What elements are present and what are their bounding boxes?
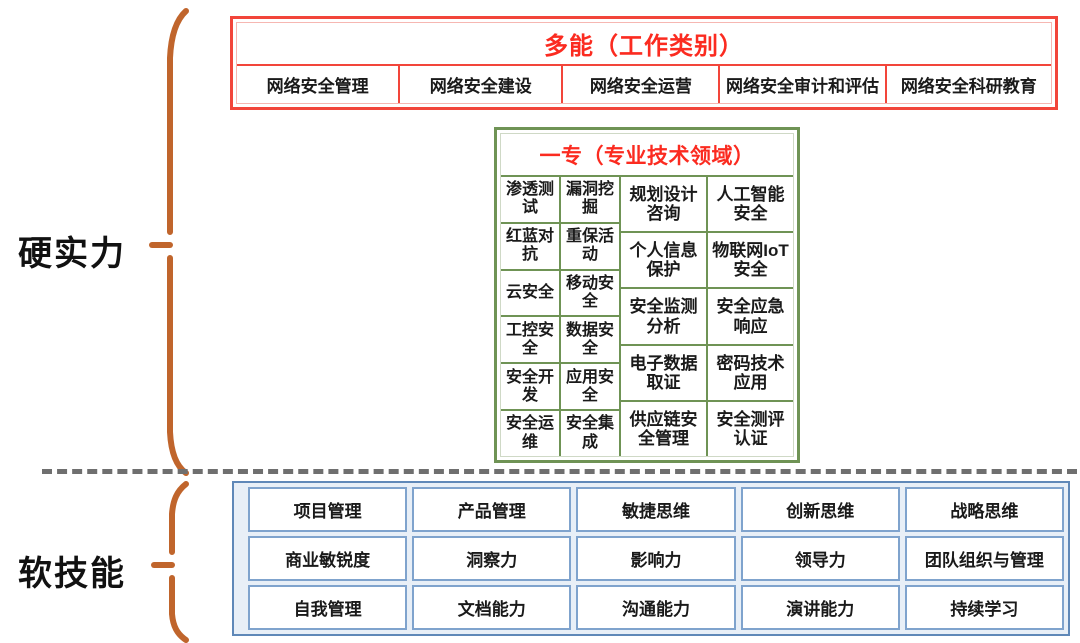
technical-domain-column-2: 漏洞挖掘 重保活动 移动安全 数据安全 应用安全 安全集成	[561, 177, 621, 456]
technical-domain-cell[interactable]: 密码技术应用	[708, 345, 793, 402]
technical-domain-grid: 渗透测试 红蓝对抗 云安全 工控安全 安全开发 安全运维 漏洞挖掘 重保活动 移…	[501, 177, 793, 457]
soft-skill-cell[interactable]: 商业敏锐度	[248, 536, 408, 581]
work-category-cell[interactable]: 网络安全建设	[400, 66, 564, 103]
technical-domain-cell[interactable]: 云安全	[501, 270, 559, 318]
technical-domain-cell[interactable]: 安全运维	[501, 411, 559, 456]
work-category-cell[interactable]: 网络安全管理	[237, 66, 401, 103]
soft-skill-cell[interactable]: 产品管理	[412, 487, 572, 532]
technical-domain-cell[interactable]: 渗透测试	[501, 177, 559, 224]
section-divider	[42, 469, 1077, 474]
brace-hard-skills	[167, 8, 189, 235]
soft-skills-section: 项目管理 产品管理 敏捷思维 创新思维 战略思维 商业敏锐度 洞察力 影响力 领…	[232, 481, 1070, 636]
soft-skills-row: 商业敏锐度 洞察力 影响力 领导力 团队组织与管理	[248, 536, 1065, 581]
soft-skill-cell[interactable]: 敏捷思维	[576, 487, 736, 532]
technical-domain-column-1: 渗透测试 红蓝对抗 云安全 工控安全 安全开发 安全运维	[501, 177, 561, 456]
technical-domain-cell[interactable]: 供应链安全管理	[621, 401, 706, 457]
work-category-cell[interactable]: 网络安全运营	[563, 66, 721, 103]
soft-skill-cell[interactable]: 文档能力	[412, 585, 572, 630]
work-category-row: 网络安全管理 网络安全建设 网络安全运营 网络安全审计和评估 网络安全科研教育	[237, 66, 1051, 103]
technical-domain-cell[interactable]: 物联网IoT安全	[708, 233, 793, 290]
work-category-cell[interactable]: 网络安全科研教育	[886, 66, 1051, 103]
technical-domain-cell[interactable]: 重保活动	[561, 223, 619, 271]
brace-soft-skills	[169, 481, 189, 555]
technical-domain-cell[interactable]: 安全应急响应	[708, 289, 793, 346]
technical-domain-cell[interactable]: 安全监测分析	[621, 289, 706, 346]
work-category-inner: 多能（工作类别） 网络安全管理 网络安全建设 网络安全运营 网络安全审计和评估 …	[236, 22, 1052, 104]
soft-skill-cell[interactable]: 影响力	[576, 536, 736, 581]
technical-domain-cell[interactable]: 数据安全	[561, 317, 619, 365]
technical-domain-cell[interactable]: 红蓝对抗	[501, 223, 559, 271]
hard-skills-label: 硬实力	[18, 235, 126, 273]
technical-domain-inner: 一专（专业技术领域） 渗透测试 红蓝对抗 云安全 工控安全 安全开发 安全运维 …	[500, 133, 794, 457]
technical-domain-column-4: 人工智能安全 物联网IoT安全 安全应急响应 密码技术应用 安全测评认证	[708, 177, 793, 457]
soft-skill-cell[interactable]: 持续学习	[904, 585, 1065, 630]
soft-skills-grid: 项目管理 产品管理 敏捷思维 创新思维 战略思维 商业敏锐度 洞察力 影响力 领…	[248, 487, 1065, 630]
technical-domain-cell[interactable]: 漏洞挖掘	[561, 177, 619, 224]
soft-skills-row: 自我管理 文档能力 沟通能力 演讲能力 持续学习	[248, 585, 1065, 630]
soft-skill-cell[interactable]: 战略思维	[904, 487, 1065, 532]
technical-domain-title: 一专（专业技术领域）	[501, 134, 793, 177]
technical-domain-section: 一专（专业技术领域） 渗透测试 红蓝对抗 云安全 工控安全 安全开发 安全运维 …	[494, 127, 800, 463]
technical-domain-cell[interactable]: 安全开发	[501, 364, 559, 412]
technical-domain-cell[interactable]: 应用安全	[561, 364, 619, 412]
soft-skill-cell[interactable]: 项目管理	[248, 487, 408, 532]
soft-skill-cell[interactable]: 领导力	[740, 536, 900, 581]
soft-skill-cell[interactable]: 创新思维	[740, 487, 900, 532]
soft-skill-cell[interactable]: 演讲能力	[740, 585, 900, 630]
soft-skills-label: 软技能	[18, 555, 126, 593]
technical-domain-cell[interactable]: 工控安全	[501, 317, 559, 365]
soft-skill-cell[interactable]: 团队组织与管理	[904, 536, 1065, 581]
soft-skill-cell[interactable]: 沟通能力	[576, 585, 736, 630]
work-category-cell[interactable]: 网络安全审计和评估	[720, 66, 887, 103]
technical-domain-cell[interactable]: 规划设计咨询	[621, 177, 706, 234]
soft-skill-cell[interactable]: 自我管理	[248, 585, 408, 630]
work-category-section: 多能（工作类别） 网络安全管理 网络安全建设 网络安全运营 网络安全审计和评估 …	[230, 16, 1058, 110]
technical-domain-cell[interactable]: 人工智能安全	[708, 177, 793, 234]
work-category-title: 多能（工作类别）	[237, 23, 1051, 66]
technical-domain-cell[interactable]: 安全测评认证	[708, 401, 793, 457]
technical-domain-cell[interactable]: 个人信息保护	[621, 233, 706, 290]
technical-domain-column-3: 规划设计咨询 个人信息保护 安全监测分析 电子数据取证 供应链安全管理	[621, 177, 708, 457]
soft-skill-cell[interactable]: 洞察力	[412, 536, 572, 581]
technical-domain-cell[interactable]: 移动安全	[561, 270, 619, 318]
soft-skills-row: 项目管理 产品管理 敏捷思维 创新思维 战略思维	[248, 487, 1065, 532]
technical-domain-cell[interactable]: 安全集成	[561, 411, 619, 456]
technical-domain-cell[interactable]: 电子数据取证	[621, 345, 706, 402]
